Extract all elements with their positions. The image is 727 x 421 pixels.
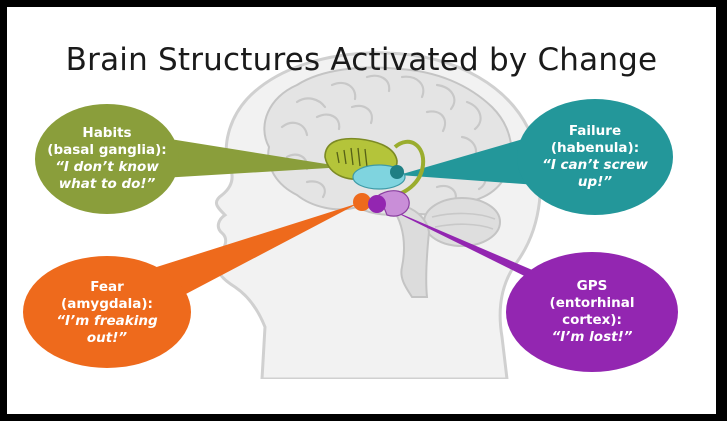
failure-name: Failure: [568, 123, 622, 139]
habits-quote-line1: “I don’t know: [55, 159, 159, 175]
entorhinal-cortex: [378, 190, 410, 217]
failure-structure: (habenula):: [550, 140, 640, 156]
gps-structure-line1: (entorhinal: [549, 295, 635, 311]
fear-structure: (amygdala):: [61, 296, 153, 312]
gps-structure-line2: cortex):: [562, 312, 622, 328]
page-title: Brain Structures Activated by Change: [65, 42, 658, 78]
fear-connector: [125, 203, 359, 305]
diagram-slide: Brain Structures Activated by Change Hab…: [7, 7, 716, 379]
gps-connector: [385, 207, 567, 297]
habits-connector: [145, 135, 345, 179]
failure-quote-line2: up!”: [577, 174, 613, 190]
amygdala-adjacent: [368, 195, 386, 213]
habits-quote-line2: what to do!”: [58, 176, 156, 192]
bottom-strip: [7, 379, 716, 414]
brainstem: [390, 206, 431, 298]
failure-quote-line1: “I can’t screw: [542, 157, 648, 173]
habits-name: Habits: [82, 125, 132, 141]
habenula: [390, 165, 404, 179]
gps-name: GPS: [576, 278, 608, 294]
fear-bubble-text: Fear (amygdala): “I’m freaking out!”: [31, 279, 183, 347]
amygdala: [353, 193, 371, 211]
habits-bubble-text: Habits (basal ganglia): “I don’t know wh…: [35, 125, 179, 193]
failure-connector: [399, 135, 537, 185]
fear-quote-line2: out!”: [86, 330, 128, 346]
cerebellum: [423, 197, 501, 247]
gps-bubble: [506, 252, 678, 372]
fear-quote-line1: “I’m freaking: [56, 313, 158, 329]
failure-bubble: [517, 99, 673, 215]
fear-name: Fear: [90, 279, 124, 295]
habits-structure: (basal ganglia):: [47, 142, 167, 158]
gps-bubble-text: GPS (entorhinal cortex): “I’m lost!”: [517, 278, 667, 346]
fear-bubble: [23, 256, 191, 368]
gps-quote: “I’m lost!”: [551, 329, 633, 345]
failure-bubble-text: Failure (habenula): “I can’t screw up!”: [519, 123, 671, 191]
diagram-art: [23, 51, 678, 379]
habits-bubble: [35, 104, 179, 214]
